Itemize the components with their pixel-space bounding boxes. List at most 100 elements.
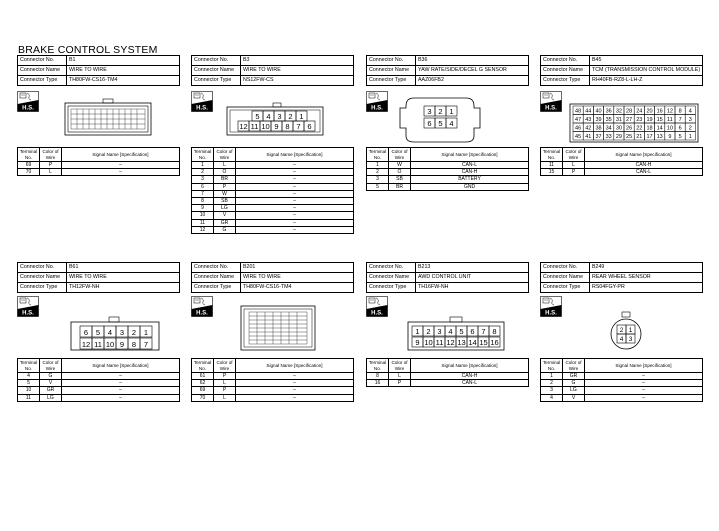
- terminal-no: 62: [191, 379, 214, 388]
- terminal-no: 1: [366, 160, 389, 170]
- pin-number: 4: [108, 328, 112, 337]
- wire-color: BR: [388, 182, 411, 191]
- pin-number: 10: [424, 338, 432, 347]
- signal-name: –: [61, 393, 180, 402]
- pin-number: 15: [479, 338, 487, 347]
- signal-name: –: [61, 160, 180, 170]
- terminal-no: 2: [191, 168, 214, 177]
- pin-number: 47: [575, 117, 581, 123]
- pin-number: 10: [106, 340, 114, 349]
- pin-number: 4: [266, 112, 270, 121]
- wire-color: L: [213, 393, 236, 402]
- wire-color: O: [213, 168, 236, 177]
- connector-no-label: Connector No.: [366, 262, 416, 273]
- connector-name-value: WIRE TO WIRE: [66, 65, 180, 76]
- signal-name: CAN-H: [584, 160, 703, 170]
- wire-color: G: [562, 379, 585, 388]
- terminal-no: 16: [366, 379, 389, 388]
- connector-no-value: B1: [66, 55, 180, 66]
- signal-name: –: [235, 175, 354, 184]
- color-of-wire-header: Color of Wire: [388, 358, 411, 373]
- connector-no-label: Connector No.: [540, 55, 590, 66]
- connector-name-value: WIRE TO WIRE: [240, 65, 354, 76]
- pin-number: 3: [120, 328, 124, 337]
- signal-name: –: [235, 371, 354, 381]
- terminal-no: 5: [17, 379, 40, 388]
- connector-name-label: Connector Name: [191, 65, 241, 76]
- connector-name-value: AWD CONTROL UNIT: [415, 272, 529, 283]
- color-of-wire-header: Color of Wire: [562, 358, 585, 373]
- pin-number: 48: [575, 109, 581, 115]
- connector-name-label: Connector Name: [540, 272, 590, 283]
- connector-no-value: B36: [415, 55, 529, 66]
- pin-number: 12: [446, 338, 454, 347]
- wire-color: L: [388, 371, 411, 381]
- signal-name: –: [584, 393, 703, 402]
- connector-name-label: Connector Name: [366, 65, 416, 76]
- pin-number: 37: [595, 134, 601, 140]
- pin-number: 33: [606, 134, 612, 140]
- pin-number: 19: [646, 117, 652, 123]
- terminal-no: 70: [17, 168, 40, 177]
- wire-color: LG: [562, 386, 585, 395]
- wire-color: V: [562, 393, 585, 402]
- pin-number: 22: [636, 126, 642, 132]
- connector-name-label: Connector Name: [17, 65, 67, 76]
- pin-number: 6: [307, 122, 311, 131]
- color-of-wire-header: Color of Wire: [39, 358, 62, 373]
- page-title: BRAKE CONTROL SYSTEM: [18, 44, 158, 56]
- pin-number: 6: [679, 126, 682, 132]
- pin-number: 35: [606, 117, 612, 123]
- pin-number: 38: [595, 126, 601, 132]
- signal-name-header: Signal Name [Specification]: [61, 147, 180, 162]
- terminal-no: 15: [540, 168, 563, 177]
- pin-number: 7: [481, 327, 485, 336]
- terminal-no: 11: [17, 393, 40, 402]
- terminal-no-header: Terminal No.: [366, 147, 389, 162]
- pin-number: 6: [470, 327, 474, 336]
- pin-number: 29: [616, 134, 622, 140]
- terminal-no: 10: [17, 386, 40, 395]
- terminal-no-header: Terminal No.: [17, 358, 40, 373]
- wire-color: LG: [213, 204, 236, 213]
- pin-number: 4: [689, 109, 692, 115]
- signal-name-header: Signal Name [Specification]: [235, 358, 354, 373]
- terminal-no: 61: [191, 371, 214, 381]
- pin-cell: [625, 333, 636, 344]
- connector-no-value: B3: [240, 55, 354, 66]
- pin-number: 10: [261, 122, 269, 131]
- pin-number: 25: [626, 134, 632, 140]
- pin-number: 6: [427, 119, 431, 128]
- wire-color: SB: [388, 175, 411, 184]
- pin-number: 17: [646, 134, 652, 140]
- pin-number: 3: [689, 117, 692, 123]
- pin-number: 12: [239, 122, 247, 131]
- pin-number: 3: [277, 112, 281, 121]
- hs-label: H.S.: [22, 311, 34, 317]
- pin-number: 8: [492, 327, 496, 336]
- pin-number: 24: [636, 109, 642, 115]
- signal-name: –: [235, 393, 354, 402]
- wire-color: L: [213, 160, 236, 170]
- pin-number: 46: [575, 126, 581, 132]
- signal-name: CAN-L: [410, 160, 529, 170]
- hs-label: H.S.: [545, 311, 557, 317]
- hs-icon: H.S.: [540, 91, 562, 112]
- hs-label: H.S.: [196, 311, 208, 317]
- hs-icon: H.S.: [191, 91, 213, 112]
- terminal-no: 11: [540, 160, 563, 170]
